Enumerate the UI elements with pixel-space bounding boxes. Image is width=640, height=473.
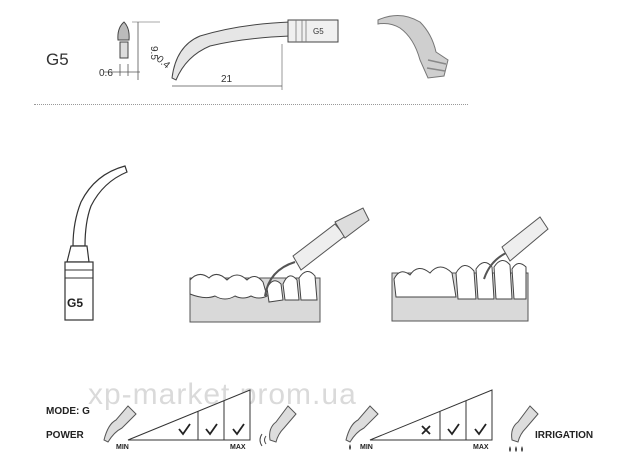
irrigation-level-marks	[421, 400, 487, 440]
vibration-icon	[259, 405, 297, 447]
power-label: POWER	[46, 430, 84, 441]
teeth-illustration-left	[189, 207, 370, 323]
teeth-illustration-right	[391, 216, 549, 322]
irrigation-min-label: MIN	[360, 444, 373, 451]
dim-tip-width: 0.6	[99, 68, 113, 79]
irrigation-level-check-icon	[474, 423, 487, 436]
tip-profile	[171, 19, 339, 81]
irrigation-level-check-icon	[447, 423, 460, 436]
power-level-check-icon	[178, 423, 191, 436]
power-min-label: MIN	[116, 444, 129, 451]
irrigation-scale	[345, 389, 539, 452]
model-label: G5	[46, 50, 69, 69]
tip-end-view	[104, 21, 140, 76]
handpiece-drop-icon	[345, 405, 379, 450]
section-divider	[34, 104, 468, 105]
spray-icon	[509, 405, 539, 452]
power-level-marks	[178, 400, 245, 440]
mode-label: MODE: G	[46, 406, 90, 417]
tip-large-drawing	[64, 165, 128, 321]
power-scale	[103, 389, 297, 447]
irrigation-level-cross-icon	[421, 425, 431, 435]
power-max-label: MAX	[230, 444, 246, 451]
body-engraving: G5	[313, 27, 324, 36]
tip-photo	[377, 15, 449, 79]
tip-dimension-drawing: 0.6 9.5 0.4 G5 21	[99, 15, 449, 90]
tip-engraving: G5	[67, 296, 84, 310]
dim-height: 9.5	[148, 46, 159, 60]
power-level-check-icon	[205, 423, 218, 436]
dim-length: 21	[221, 74, 233, 85]
irrigation-max-label: MAX	[473, 444, 489, 451]
handpiece-icon	[103, 405, 137, 443]
power-level-check-icon	[232, 423, 245, 436]
irrigation-label: IRRIGATION	[535, 430, 594, 441]
